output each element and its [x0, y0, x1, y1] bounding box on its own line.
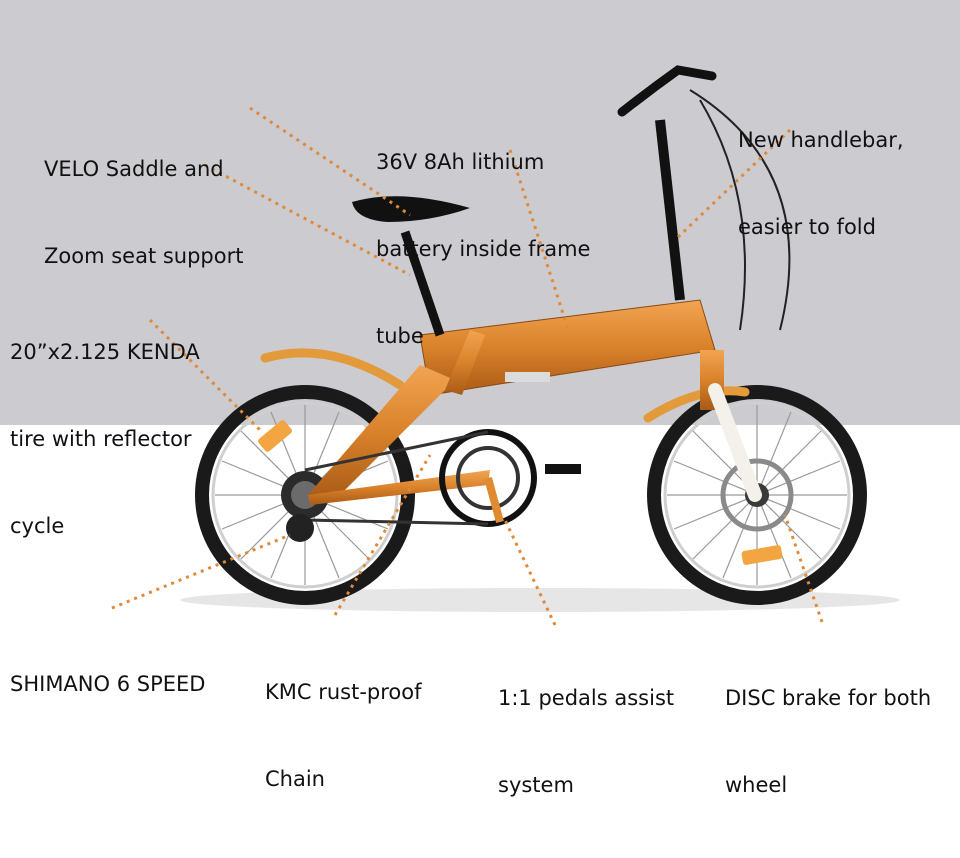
annotation-tire-line-1: 20”x2.125 KENDA: [10, 340, 200, 364]
leader-lines: [111, 106, 824, 626]
annotation-shimano: SHIMANO 6 SPEED: [10, 612, 205, 757]
annotation-tire-line-3: cycle: [10, 514, 65, 538]
annotation-saddle-line-1: VELO Saddle and: [44, 157, 224, 181]
annotation-battery: 36V 8Ah lithium battery inside frame tub…: [376, 90, 590, 409]
leader-pedals: [503, 519, 557, 626]
saddle: [352, 196, 470, 222]
annotation-pedals-line-2: system: [498, 773, 574, 797]
annotation-chain-line-1: KMC rust-proof: [265, 680, 422, 704]
leader-saddle-2: [204, 163, 411, 277]
leader-saddle-1: [249, 106, 411, 217]
brake-cables: [689, 89, 791, 331]
annotation-tire-line-2: tire with reflector: [10, 427, 192, 451]
annotation-handlebar-line-2: easier to fold: [738, 215, 876, 239]
annotation-handlebar: New handlebar, easier to fold: [738, 68, 904, 300]
annotation-battery-line-1: 36V 8Ah lithium: [376, 150, 545, 174]
annotation-pedals: 1:1 pedals assist system: [498, 626, 674, 858]
bicycle-illustration: [111, 65, 900, 626]
rear-fender: [260, 348, 405, 390]
handlebar-stem: [655, 119, 685, 301]
annotation-saddle-line-2: Zoom seat support: [44, 244, 244, 268]
annotation-chain: KMC rust-proof Chain: [265, 620, 422, 852]
annotation-shimano-line-1: SHIMANO 6 SPEED: [10, 672, 206, 696]
annotation-battery-line-2: battery inside frame: [376, 237, 591, 261]
rear-derailleur: [286, 514, 314, 542]
annotation-tire: 20”x2.125 KENDA tire with reflector cycl…: [10, 280, 200, 599]
leader-handlebar: [673, 128, 792, 242]
annotation-disc-line-2: wheel: [725, 773, 788, 797]
chain: [304, 430, 489, 526]
annotation-saddle: VELO Saddle and Zoom seat support: [44, 97, 243, 329]
leader-shimano: [111, 533, 291, 610]
annotation-battery-line-3: tube: [376, 324, 424, 348]
handlebar: [617, 65, 717, 117]
annotation-handlebar-line-1: New handlebar,: [738, 128, 904, 152]
ebike-diagram: VELO Saddle and Zoom seat support 36V 8A…: [0, 0, 960, 797]
annotation-pedals-line-1: 1:1 pedals assist: [498, 686, 675, 710]
seatpost: [400, 230, 445, 337]
front-fender: [643, 386, 750, 423]
leader-tire: [148, 318, 262, 432]
annotation-chain-line-2: Chain: [265, 767, 325, 791]
leader-battery: [508, 149, 572, 336]
annotation-disc-line-1: DISC brake for both: [725, 686, 932, 710]
annotation-disc: DISC brake for both wheel: [725, 626, 931, 858]
front-fork: [708, 383, 762, 502]
leader-disc: [783, 514, 824, 623]
